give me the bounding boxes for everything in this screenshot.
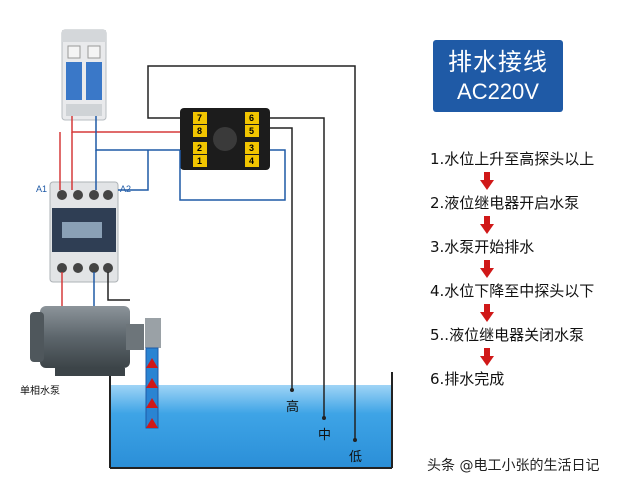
title-main: 排水接线 xyxy=(448,48,548,76)
probe-mid-label: 中 xyxy=(318,428,332,443)
ac-contactor xyxy=(49,181,119,283)
relay-terminal-7: 7 xyxy=(197,113,202,123)
relay-terminal-2: 2 xyxy=(197,143,202,153)
title-box: 排水接线 AC220V xyxy=(433,40,563,112)
down-arrow-icon xyxy=(480,216,494,234)
pump-pipe xyxy=(145,347,159,429)
watermark: 头条 @电工小张的生活日记 xyxy=(425,455,602,475)
circuit-breaker xyxy=(61,29,107,121)
relay-terminal-6: 6 xyxy=(249,113,254,123)
blue-wires xyxy=(93,116,286,310)
title-sub: AC220V xyxy=(457,79,539,104)
step-6: 6.排水完成 xyxy=(430,370,505,388)
step-5: 5..液位继电器关闭水泵 xyxy=(430,326,585,344)
down-arrow-icon xyxy=(480,260,494,278)
step-list: 1.水位上升至高探头以上 2.液位继电器开启水泵 3.水泵开始排水 4.水位下降… xyxy=(430,148,635,390)
relay-terminal-3: 3 xyxy=(249,143,254,153)
down-arrow-icon xyxy=(480,348,494,366)
contactor-a1-label: A1 xyxy=(36,184,48,194)
step-4: 4.水位下降至中探头以下 xyxy=(430,282,595,300)
probe-high-tip xyxy=(290,388,294,392)
probe-low-tip xyxy=(353,438,357,442)
step-1: 1.水位上升至高探头以上 xyxy=(430,150,595,168)
probe-wires xyxy=(107,65,356,440)
relay-terminal-4: 4 xyxy=(249,156,254,166)
red-wires xyxy=(59,116,180,310)
relay-terminal-5: 5 xyxy=(249,126,254,136)
relay-terminal-1: 1 xyxy=(197,156,202,166)
pump-motor xyxy=(30,306,161,376)
contactor-a2-label: A2 xyxy=(120,184,132,194)
probe-mid-tip xyxy=(322,416,326,420)
probe-low-label: 低 xyxy=(349,450,363,465)
probe-high-label: 高 xyxy=(286,400,300,415)
relay-terminal-8: 8 xyxy=(197,126,202,136)
down-arrow-icon xyxy=(480,172,494,190)
step-3: 3.水泵开始排水 xyxy=(430,238,535,256)
level-relay: 7 8 6 5 1 2 3 4 xyxy=(180,108,270,170)
step-2: 2.液位继电器开启水泵 xyxy=(430,194,580,212)
pump-label: 单相水泵 xyxy=(20,386,60,397)
down-arrow-icon xyxy=(480,304,494,322)
